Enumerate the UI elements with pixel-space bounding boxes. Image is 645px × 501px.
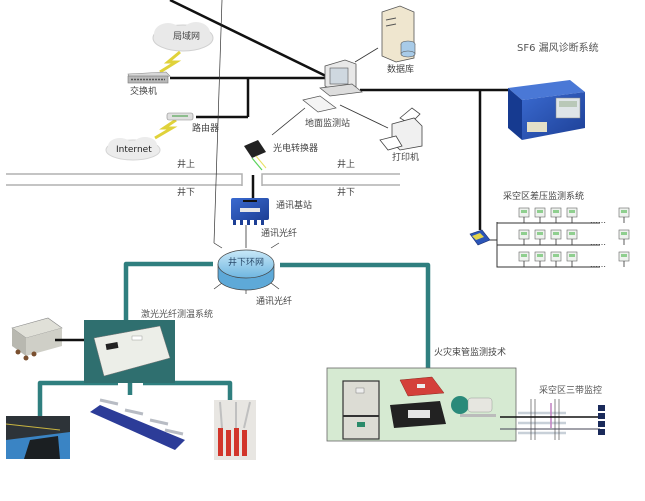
goaf-three-zone-label: 采空区三带监控 <box>539 386 603 396</box>
pressure-sensor-icon <box>518 229 530 245</box>
conveyor-idler-image <box>90 398 185 450</box>
computer-icon <box>302 59 363 113</box>
router-label: 路由器 <box>192 124 220 134</box>
sf6-system-label: SF6 漏风诊断系统 <box>517 43 599 54</box>
pressure-sensor-icon <box>550 207 562 223</box>
surface-label-right: 井上 <box>337 160 356 170</box>
base-station-label: 通讯基站 <box>276 201 313 211</box>
pressure-gateway-icon <box>469 229 491 246</box>
pressure-sensor-icon <box>618 251 630 267</box>
pressure-sensor-grid: …… …… …… <box>486 207 630 269</box>
underground-label-left: 井下 <box>177 188 196 198</box>
switch-icon <box>127 71 171 84</box>
printer-link <box>339 104 389 129</box>
fiber-to-pipes <box>143 380 233 400</box>
lan-cloud-icon <box>152 22 214 52</box>
fire-tube-monitoring-label: 火灾束管监测技术 <box>434 348 507 358</box>
pressure-sensor-icon <box>534 251 546 267</box>
zone-separator <box>6 173 400 186</box>
pressure-sensor-icon <box>534 229 546 245</box>
three-zone-diagram <box>500 399 605 440</box>
router-icon <box>166 112 194 121</box>
wireless-link-icon <box>154 118 178 140</box>
laser-fiber-system-label: 激光光纤测温系统 <box>141 310 214 320</box>
lan-cloud-label: 局域网 <box>173 32 201 42</box>
database-link <box>354 47 379 63</box>
internet-cloud-label: Internet <box>116 145 152 155</box>
pressure-row-ellipsis: …… <box>590 238 606 247</box>
pressure-sensor-icon <box>618 207 630 223</box>
laser-host-image <box>84 320 175 383</box>
fiber-bottom-label: 通讯光纤 <box>256 297 293 307</box>
fiber-to-laser-system <box>123 261 213 322</box>
internet-cloud-icon <box>105 137 161 161</box>
pressure-sensor-icon <box>534 207 546 223</box>
database-server-icon <box>381 5 416 63</box>
tunnel-image <box>5 416 70 459</box>
pressure-sensor-icon <box>550 251 562 267</box>
goaf-pressure-system-label: 采空区差压监测系统 <box>503 192 585 202</box>
base-station-image <box>231 198 269 225</box>
pipes-image <box>214 400 256 460</box>
database-label: 数据库 <box>387 65 415 75</box>
switch-link <box>169 0 331 80</box>
pressure-row-ellipsis: …… <box>590 260 606 269</box>
surface-label-left: 井上 <box>177 160 196 170</box>
printer-label: 打印机 <box>392 153 420 163</box>
pressure-sensor-icon <box>518 207 530 223</box>
pressure-sensor-icon <box>518 251 530 267</box>
fiber-to-fire-system <box>280 262 431 368</box>
pressure-row-ellipsis: …… <box>590 216 606 225</box>
pressure-sensor-icon <box>550 229 562 245</box>
pressure-sensor-icon <box>618 229 630 245</box>
wireless-link-icon <box>159 50 182 74</box>
underground-label-right: 井下 <box>337 188 356 198</box>
pressure-sensor-icon <box>566 251 578 267</box>
printer-icon <box>379 107 423 151</box>
station-converter-link <box>271 107 306 136</box>
fiber-top-label: 通讯光纤 <box>261 229 298 239</box>
pressure-sensor-icon <box>566 207 578 223</box>
pressure-sensor-icon <box>566 229 578 245</box>
surface-backbone <box>169 0 510 230</box>
optical-converter-icon <box>244 140 267 171</box>
switch-label: 交换机 <box>130 87 158 97</box>
ring-network-icon <box>213 0 280 294</box>
ground-station-label: 地面监测站 <box>305 119 351 129</box>
optical-converter-label: 光电转换器 <box>273 144 319 154</box>
thin-links <box>245 47 389 248</box>
ring-network-label: 井下环网 <box>228 258 265 268</box>
junction-box-image <box>11 317 63 361</box>
sf6-device-image <box>508 80 585 140</box>
fire-tube-panel <box>326 367 517 442</box>
